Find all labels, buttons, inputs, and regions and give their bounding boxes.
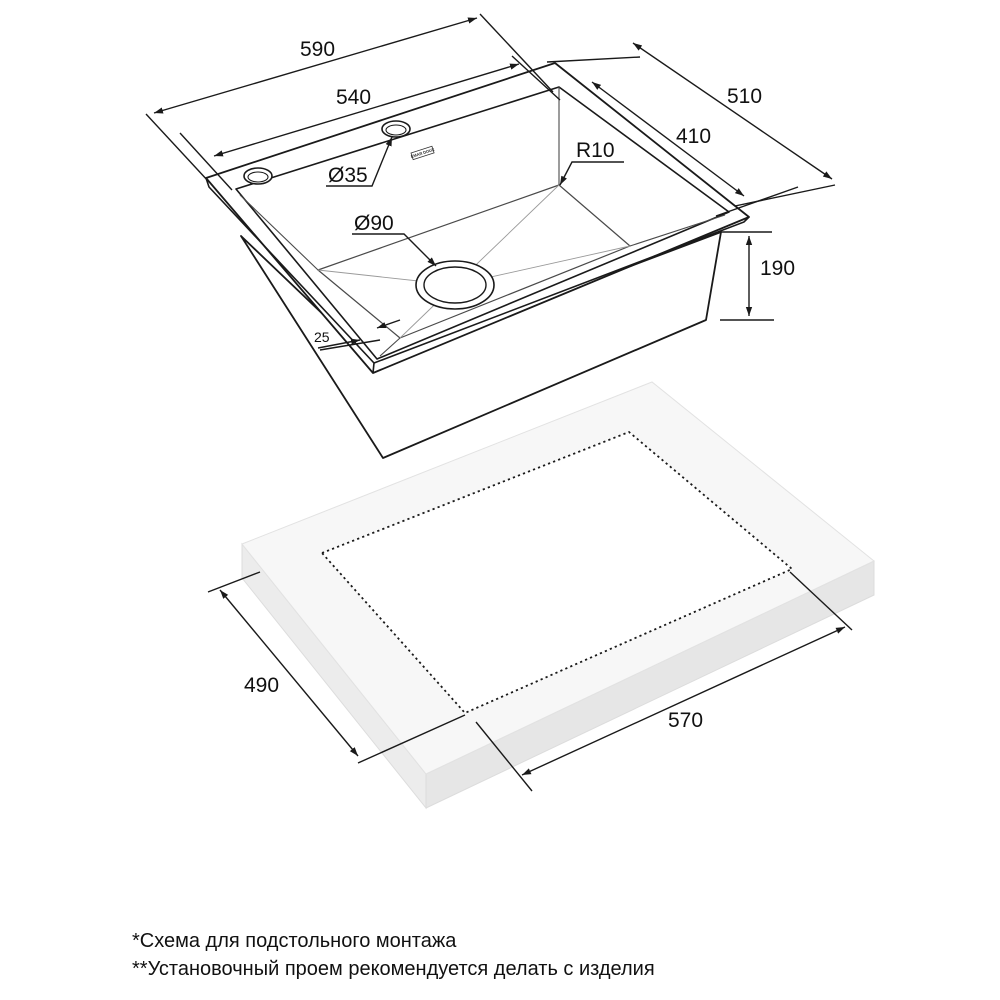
tap-hole-2 — [381, 120, 411, 138]
sink-rim-edge-right — [373, 216, 750, 364]
label-cutout-depth: 490 — [244, 674, 279, 697]
label-inner-depth: 410 — [676, 125, 711, 148]
dim-line-cutout-depth — [219, 589, 359, 757]
dim-line-rim-2 — [376, 319, 401, 329]
dim-line-inner-width — [213, 63, 520, 157]
sink-rim-edge — [205, 177, 375, 374]
label-drain-hole: Ø90 — [354, 212, 394, 235]
sink-bowl-corner-edges — [239, 87, 726, 357]
leader-drain-hole — [352, 233, 437, 267]
footnote-undermount: *Схема для подстольного монтажа — [132, 930, 457, 952]
label-inner-width: 540 — [336, 86, 371, 109]
dim-line-inner-depth — [591, 81, 745, 197]
leader-corner-radius — [559, 161, 624, 186]
drain-hole — [415, 260, 495, 310]
footnote-cutout: **Установочный проем рекомендуется делат… — [132, 958, 655, 980]
label-tap-hole: Ø35 — [328, 164, 368, 187]
countertop — [241, 381, 875, 810]
dim-line-rim — [317, 338, 361, 349]
dim-line-overall-width — [153, 17, 478, 114]
dimension-labels: 590 540 510 410 R10 Ø35 Ø90 190 25 490 5… — [244, 38, 795, 732]
label-overall-width: 590 — [300, 38, 335, 61]
label-overall-depth: 510 — [727, 85, 762, 108]
label-rim: 25 — [314, 329, 330, 345]
label-depth: 190 — [760, 257, 795, 280]
cutout-inner-wall — [322, 432, 792, 713]
label-cutout-width: 570 — [668, 709, 703, 732]
label-corner-radius: R10 — [576, 139, 615, 162]
tap-hole-1 — [243, 167, 273, 185]
dimension-lines — [145, 13, 853, 792]
dim-line-cutout-width — [521, 626, 846, 776]
leader-tap-hole — [326, 136, 393, 187]
